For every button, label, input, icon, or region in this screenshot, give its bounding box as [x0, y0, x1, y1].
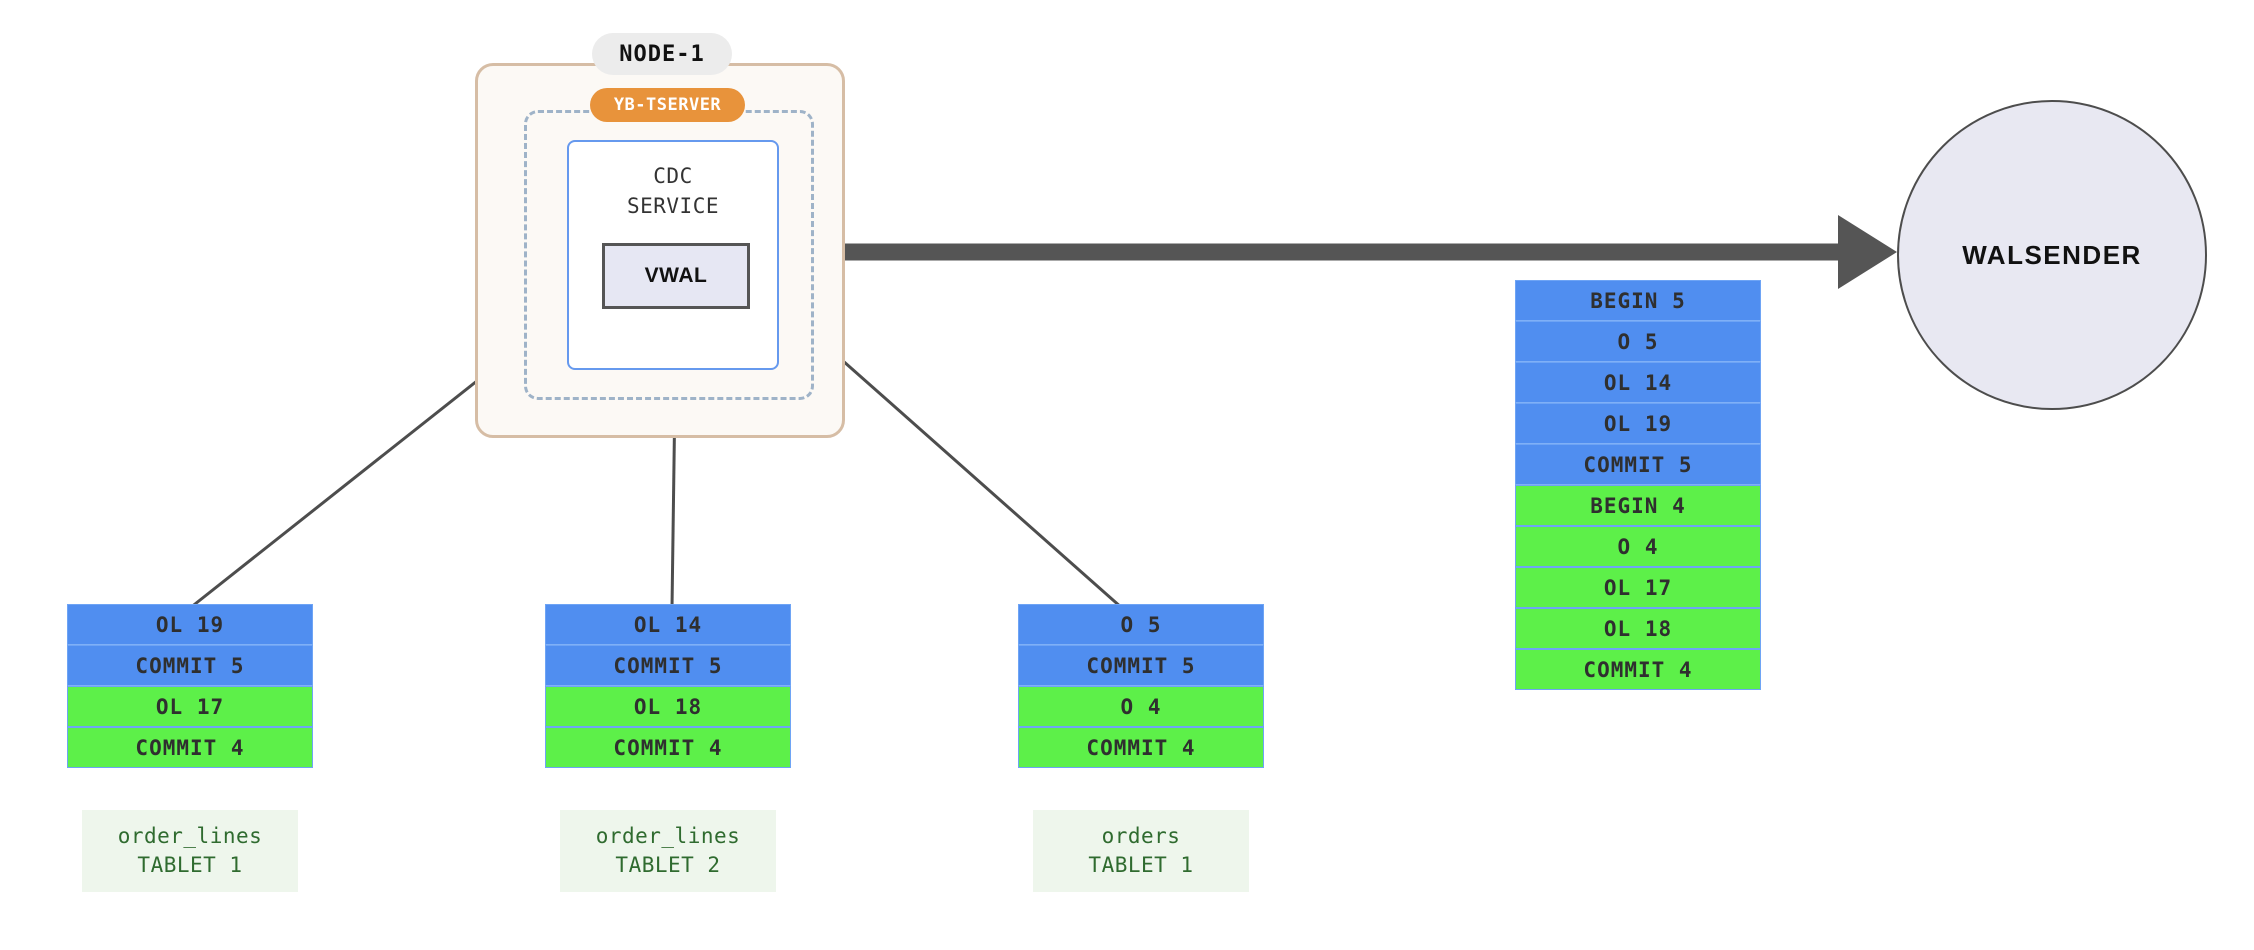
tablet-number: TABLET 2 [615, 853, 721, 877]
record-row: OL 17 [67, 686, 313, 727]
record-row: COMMIT 5 [1018, 645, 1264, 686]
tablet-table-name: orders [1101, 823, 1181, 848]
tserver-badge: YB-TSERVER [590, 88, 745, 122]
record-row: COMMIT 4 [545, 727, 791, 768]
record-row: OL 14 [545, 604, 791, 645]
walsender-label: WALSENDER [1962, 239, 2142, 270]
record-row: COMMIT 4 [67, 727, 313, 768]
record-row: COMMIT 5 [67, 645, 313, 686]
record-row: O 5 [1018, 604, 1264, 645]
cdc-service-line1: CDC [653, 164, 693, 188]
record-row: OL 19 [1515, 403, 1761, 444]
arrow-cdc-to-walsender [845, 215, 1897, 289]
cdc-service-line2: SERVICE [626, 193, 719, 218]
tablet-number: TABLET 1 [1088, 853, 1194, 877]
record-row: COMMIT 4 [1018, 727, 1264, 768]
vwal-box: VWAL [602, 243, 750, 309]
tserver-label: YB-TSERVER [613, 95, 722, 115]
record-row: BEGIN 5 [1515, 280, 1761, 321]
walsender-node: WALSENDER [1897, 100, 2207, 410]
record-row: COMMIT 5 [1515, 444, 1761, 485]
record-row: OL 19 [67, 604, 313, 645]
record-row: O 4 [1018, 686, 1264, 727]
record-row: OL 18 [1515, 608, 1761, 649]
tablet-table-name: order_lines [595, 823, 741, 848]
record-row: COMMIT 5 [545, 645, 791, 686]
tablet-table-name: order_lines [117, 823, 263, 848]
record-row: O 5 [1515, 321, 1761, 362]
record-row: O 4 [1515, 526, 1761, 567]
vwal-label: VWAL [644, 264, 708, 287]
node-label: NODE-1 [619, 41, 705, 67]
tablet-number: TABLET 1 [137, 853, 243, 877]
record-row: OL 18 [545, 686, 791, 727]
node-label-pill: NODE-1 [592, 33, 732, 75]
record-row: OL 14 [1515, 362, 1761, 403]
cdc-service-label: CDC SERVICE [569, 162, 777, 222]
record-row: BEGIN 4 [1515, 485, 1761, 526]
record-row: OL 17 [1515, 567, 1761, 608]
record-row: COMMIT 4 [1515, 649, 1761, 690]
